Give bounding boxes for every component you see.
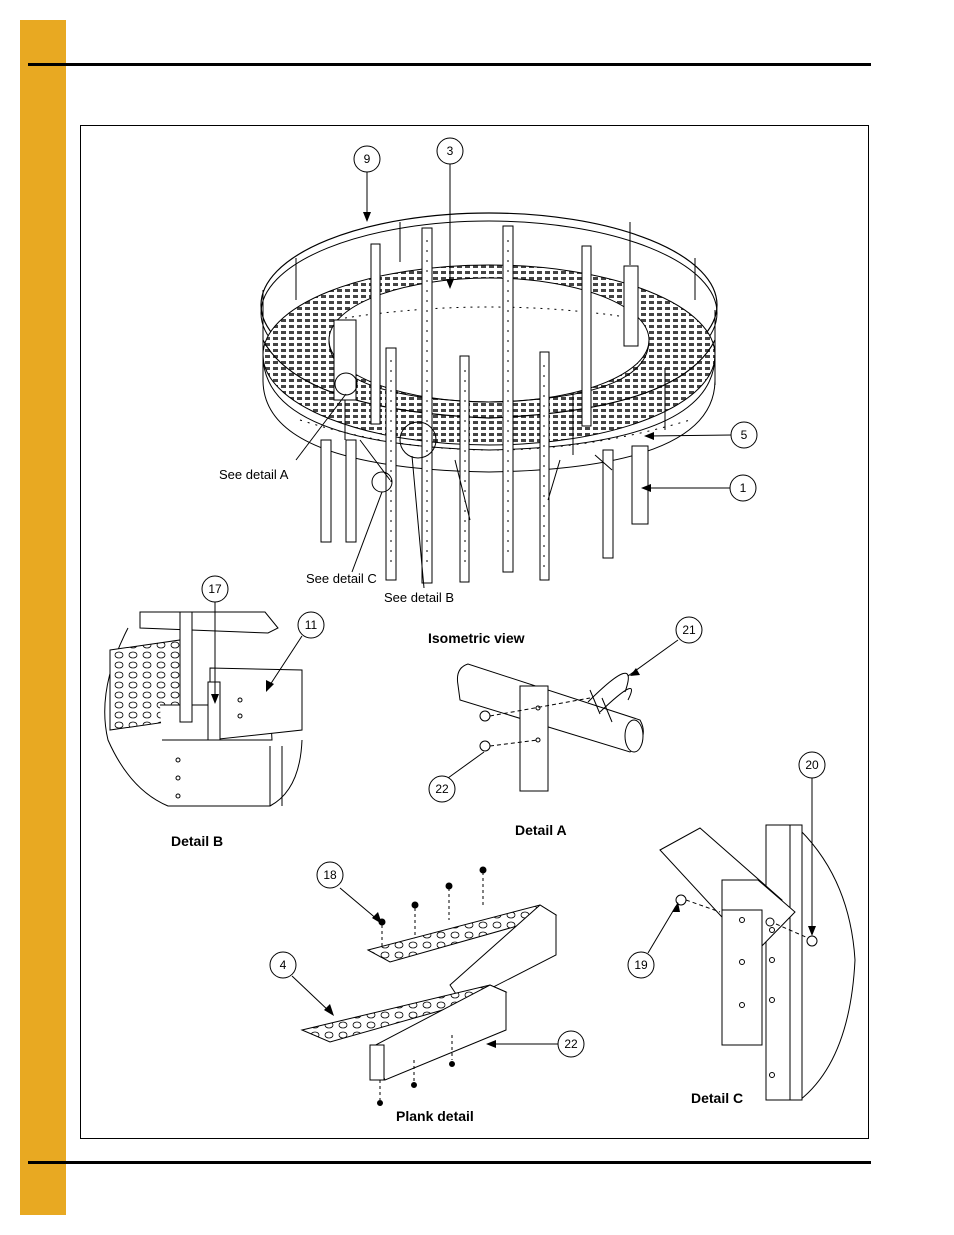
callout-circle [730,421,758,449]
callout-22-plank: 22 [564,1037,578,1051]
detail-b-upright [269,746,283,806]
callout-circle [675,616,703,644]
leader-22a [447,751,485,779]
isometric-callouts: 9 3 5 1 [353,137,758,502]
detail-c-bracket [721,909,763,1046]
leader-5 [647,434,733,437]
isometric-view [260,164,733,589]
callout-circle [798,751,826,779]
detail-b-band [209,667,303,741]
detail-b-boundary [104,627,303,807]
leader-18 [339,887,379,921]
detail-c-boundary [799,829,856,1101]
plank-detail-title: Plank detail [396,1108,474,1124]
figure-frame [80,125,869,1139]
leader-11 [267,635,303,689]
callout-18: 18 [323,868,337,882]
isometric-view-title: Isometric view [428,630,525,646]
see-detail-b-label: See detail B [384,590,454,605]
callout-11: 11 [305,618,318,632]
callout-1: 1 [740,481,747,495]
callout-4: 4 [280,958,287,972]
see-detail-a-label: See detail A [219,467,289,482]
callout-22: 22 [435,782,449,796]
braces [359,439,613,521]
detail-a-nut [479,710,491,722]
callout-5: 5 [741,428,748,442]
detail-c-nut [806,935,818,947]
detail-c-drawing [647,778,856,1101]
footer-rule [28,1161,871,1164]
detail-a-post [519,685,549,792]
callout-circle [353,145,381,173]
leader-detail-b [411,455,425,589]
detail-c-title: Detail C [691,1090,743,1106]
callout-circle [436,137,464,165]
callout-17: 17 [208,582,222,596]
header-rule [28,63,871,66]
detail-b-title: Detail B [171,833,223,849]
detail-a-ubolt [587,672,632,713]
see-detail-c-label: See detail C [306,571,377,586]
detail-a-marker [334,372,358,396]
callout-20: 20 [805,758,819,772]
detail-b-drawing [104,601,303,807]
upright-holes [390,240,545,570]
leader-19 [647,905,677,954]
detail-b-marker [399,421,437,459]
leader-detail-a [295,393,347,461]
callout-circle [627,951,655,979]
detail-b-rail [139,611,279,634]
callout-circle [428,775,456,803]
callout-circle [201,575,229,603]
side-accent-bar [20,20,66,1215]
leader-4 [291,975,331,1013]
callout-circle [729,474,757,502]
callout-9: 9 [364,152,371,166]
front-rail [262,339,716,419]
callout-circle [557,1030,585,1058]
detail-b-bracket [207,681,221,741]
detail-a-nut [479,740,491,752]
detail-a-title: Detail A [515,822,567,838]
callout-19: 19 [634,958,648,972]
detail-a-drawing [447,639,679,792]
callout-circle [269,951,297,979]
plank-screws [377,866,487,1106]
callout-circle [316,861,344,889]
leader-detail-c [351,491,383,573]
plank-detail-drawing [291,866,558,1106]
callout-3: 3 [447,144,454,158]
callout-circle [297,611,325,639]
detail-b-post [179,611,193,723]
callout-21: 21 [682,623,696,637]
